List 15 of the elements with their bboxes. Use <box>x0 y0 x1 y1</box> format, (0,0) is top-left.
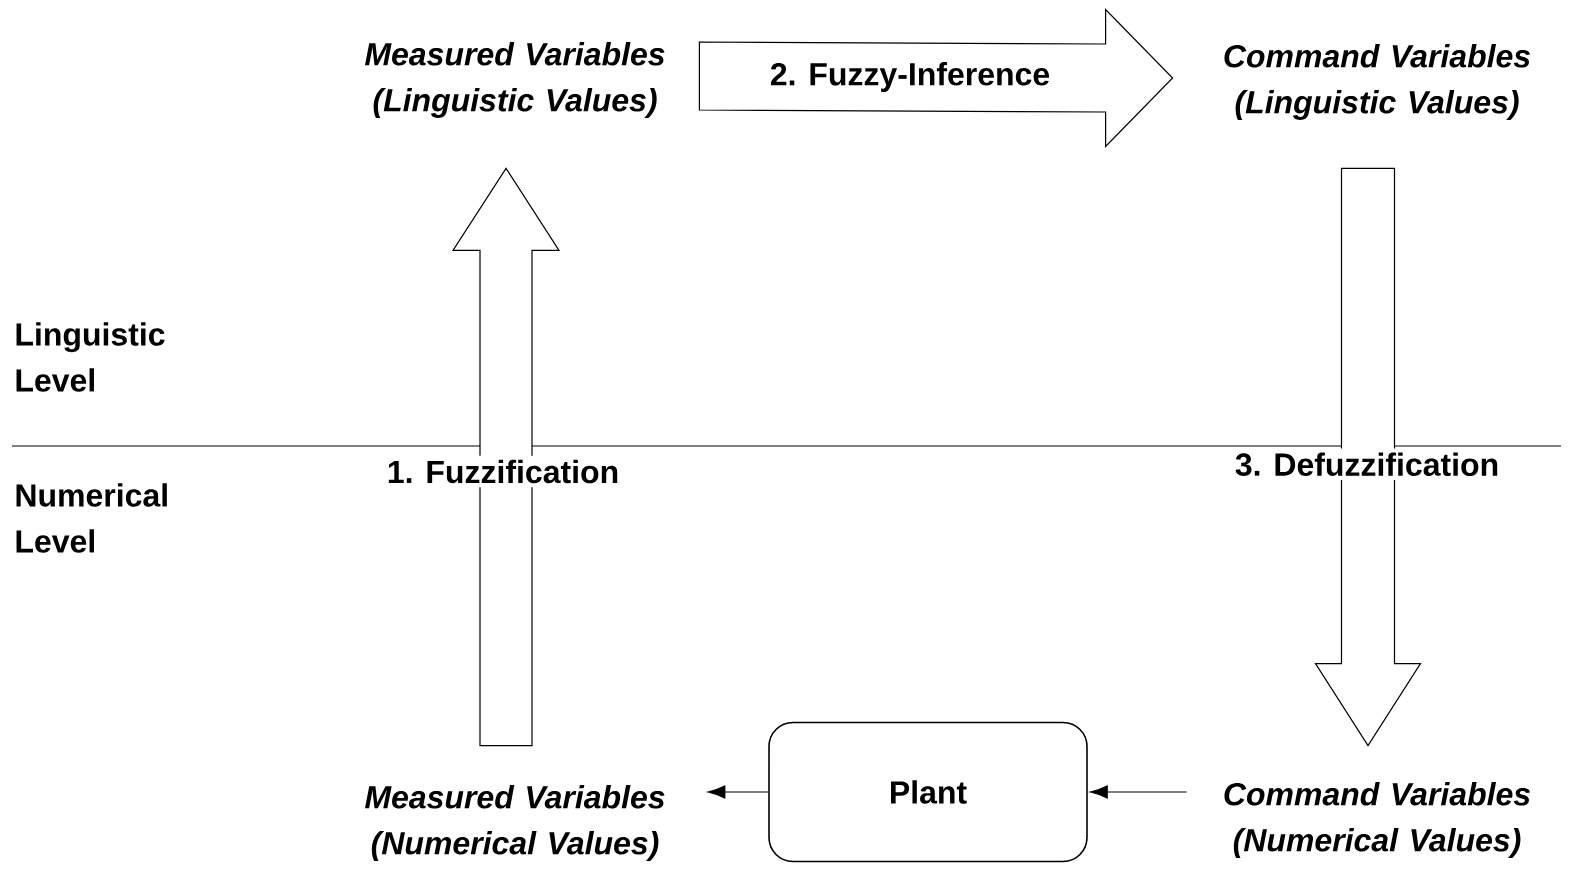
variable-label: Command Variables (Numerical Values) <box>1224 782 1530 858</box>
arrow <box>707 785 769 799</box>
edge-label: 3. Defuzzification <box>1230 448 1504 480</box>
edge-label: 1. Fuzzification <box>382 455 624 488</box>
block-arrow <box>698 8 1174 148</box>
block-arrow <box>1314 167 1422 747</box>
variable-label: Command Variables (Linguistic Values) <box>1224 44 1530 120</box>
process-box: Plant <box>768 721 1088 863</box>
level-label: Numerical Level <box>16 483 167 553</box>
arrow <box>1089 785 1188 799</box>
variable-label: Measured Variables (Numerical Values) <box>365 785 665 861</box>
edge-label: 2. Fuzzy-Inference <box>770 62 1050 92</box>
level-label: Linguistic Level <box>16 322 165 392</box>
block-arrow <box>451 167 561 747</box>
variable-label: Measured Variables (Linguistic Values) <box>365 42 665 118</box>
